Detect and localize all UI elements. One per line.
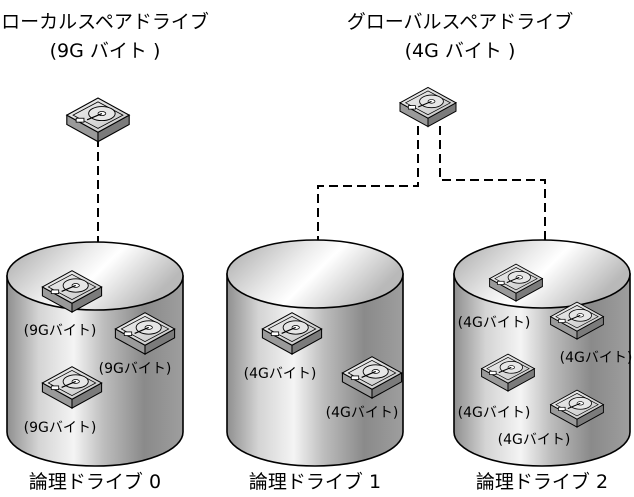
logical-drive-1-disk-1-size: (4Gバイト) <box>326 405 399 421</box>
global-spare-connector-1 <box>317 126 419 252</box>
logical-drive-0-disk-2-size: (9Gバイト) <box>24 420 97 436</box>
logical-drive-2-disk-1-icon <box>549 301 605 340</box>
logical-drive-2-label: 論理ドライブ 2 <box>476 470 608 493</box>
logical-drive-2-disk-2-icon <box>480 353 536 392</box>
logical-drive-2: (4Gバイト) (4Gバイト) (4Gバイト) (4Gバイト) 論理ドライブ 2 <box>453 239 633 493</box>
logical-drive-2-disk-0-icon <box>488 263 544 302</box>
local-spare-title: ローカルスペアドライブ <box>1 10 209 33</box>
logical-drive-cylinders: (9Gバイト)(9Gバイト)(9Gバイト)論理ドライブ 0(4Gバイト)(4Gバ… <box>6 239 633 493</box>
logical-drive-2-disk-0-size: (4Gバイト) <box>458 315 531 331</box>
logical-drive-0: (9Gバイト) (9Gバイト) (9Gバイト) 論理ドライブ 0 <box>6 241 184 493</box>
connector-lines <box>97 126 546 258</box>
global-spare-connector-2 <box>439 126 546 252</box>
logical-drive-2-disk-3-size: (4Gバイト) <box>498 432 571 448</box>
global-spare-title: グローバルスペアドライブ <box>347 10 573 33</box>
logical-drive-1-top <box>226 239 404 309</box>
logical-drive-1: (4Gバイト) (4Gバイト) 論理ドライブ 1 <box>226 239 404 493</box>
logical-drive-0-disk-0-icon <box>41 270 103 313</box>
logical-drive-0-disk-1-size: (9Gバイト) <box>99 361 172 377</box>
logical-drive-1-disk-1-icon <box>341 356 403 399</box>
global-spare-size: (4G バイト ) <box>405 40 516 62</box>
local-spare-size: (9G バイト ) <box>50 40 161 62</box>
logical-drive-2-disk-2-size: (4Gバイト) <box>458 405 531 421</box>
logical-drive-2-disk-1-size: (4Gバイト) <box>560 350 633 366</box>
logical-drive-1-label: 論理ドライブ 1 <box>249 470 381 493</box>
logical-drive-2-disk-3-icon <box>549 389 605 428</box>
local-spare-disk-icon <box>65 97 131 143</box>
logical-drive-0-label: 論理ドライブ 0 <box>29 470 161 493</box>
logical-drive-1-body <box>226 273 404 467</box>
logical-drive-0-disk-2-icon <box>41 366 103 409</box>
logical-drive-2-top <box>453 239 631 309</box>
spare-drives <box>65 86 458 143</box>
logical-drive-1-disk-0-icon <box>261 312 323 355</box>
logical-drive-0-disk-0-size: (9Gバイト) <box>24 323 97 339</box>
logical-drive-1-disk-0-size: (4Gバイト) <box>244 366 317 382</box>
global-spare-disk-icon <box>398 86 458 128</box>
logical-drive-0-disk-1-icon <box>114 312 176 355</box>
